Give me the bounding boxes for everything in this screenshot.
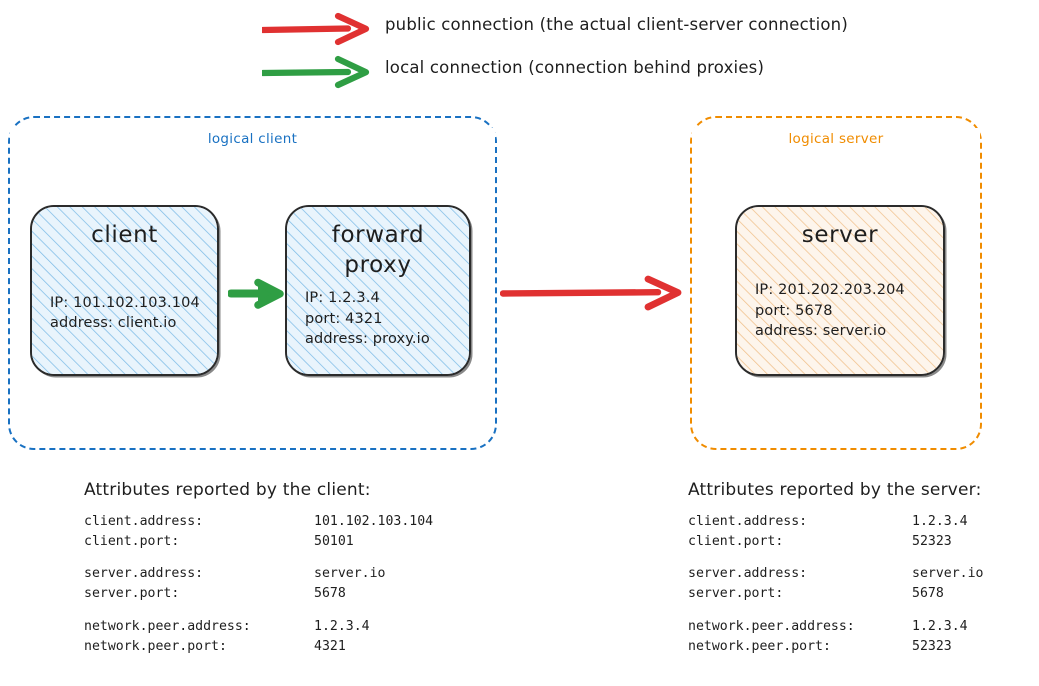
node-server-detail-port: port: 5678: [755, 302, 833, 319]
attr-value: 1.2.3.4: [912, 618, 968, 634]
attr-value: 1.2.3.4: [314, 618, 370, 634]
legend-item-public-connection: public connection (the actual client-ser…: [0, 9, 1039, 49]
attr-key: server.address:: [84, 566, 204, 582]
attr-key: client.port:: [688, 533, 784, 549]
hatch-pattern-blue: [32, 207, 217, 374]
node-forward-proxy-detail-ip: IP: 1.2.3.4: [305, 290, 380, 307]
attr-value: 4321: [314, 638, 346, 654]
table-row-spacer: [688, 552, 983, 565]
node-server-detail-address: address: server.io: [755, 323, 887, 340]
node-forward-proxy-details: IP: 1.2.3.4 port: 4321 address: proxy.io: [301, 288, 455, 364]
table-row: network.peer.address: 1.2.3.4: [688, 618, 983, 638]
public-connection-arrow-icon: [500, 275, 682, 311]
attr-key: server.address:: [688, 566, 808, 582]
node-forward-proxy-detail-port: port: 4321: [305, 310, 383, 327]
node-client-detail-address: address: client.io: [50, 315, 177, 332]
local-connection-arrow-icon: [228, 278, 284, 309]
table-row: network.peer.port: 52323: [688, 638, 983, 658]
attr-key: server.port:: [84, 586, 180, 602]
attr-key: network.peer.address:: [84, 618, 251, 634]
table-row: server.port: 5678: [688, 585, 983, 605]
node-forward-proxy[interactable]: forward proxy IP: 1.2.3.4 port: 4321 add…: [285, 205, 471, 376]
attr-key: client.address:: [688, 514, 808, 529]
node-forward-proxy-title-line1: forward: [331, 222, 425, 248]
table-row-spacer: [84, 605, 433, 618]
node-client-details: IP: 101.102.103.104 address: client.io: [46, 293, 203, 364]
hatch-pattern-orange: [737, 207, 943, 374]
table-row: server.address: server.io: [688, 565, 983, 585]
node-forward-proxy-title-line2: proxy: [344, 252, 412, 279]
node-server-details: IP: 201.202.203.204 port: 5678 address: …: [751, 280, 929, 364]
attr-key: server.port:: [688, 586, 784, 602]
attr-value: 50101: [314, 533, 354, 549]
server-attributes-heading: Attributes reported by the server:: [688, 480, 982, 500]
node-client-title: client: [91, 222, 158, 248]
table-row-spacer: [688, 605, 983, 618]
table-row: client.address: 1.2.3.4: [688, 513, 983, 533]
attr-value: 5678: [314, 586, 346, 602]
attr-value: 101.102.103.104: [314, 514, 434, 529]
table-row: server.port: 5678: [84, 585, 433, 605]
table-row-spacer: [84, 552, 433, 565]
client-attributes-heading: Attributes reported by the client:: [84, 480, 371, 500]
attr-value: server.io: [314, 566, 386, 582]
node-server[interactable]: server IP: 201.202.203.204 port: 5678 ad…: [735, 205, 945, 376]
legend-item-local-connection: local connection (connection behind prox…: [0, 52, 1039, 92]
attr-value: 1.2.3.4: [912, 514, 968, 529]
table-row: network.peer.address: 1.2.3.4: [84, 618, 433, 638]
legend-label-local-connection: local connection (connection behind prox…: [385, 58, 765, 77]
server-attributes-panel: Attributes reported by the server: clien…: [688, 480, 983, 657]
table-row: server.address: server.io: [84, 565, 433, 585]
table-row: client.port: 52323: [688, 533, 983, 553]
logical-client-label: logical client: [10, 128, 495, 149]
attr-key: network.peer.port:: [688, 638, 831, 654]
node-server-title: server: [801, 222, 879, 248]
logical-server-group: logical server: [690, 116, 982, 450]
legend-label-public-connection: public connection (the actual client-ser…: [385, 15, 848, 34]
hatch-pattern-blue: [287, 207, 469, 374]
attr-key: network.peer.address:: [688, 618, 855, 634]
table-row: client.port: 50101: [84, 533, 433, 553]
attr-key: client.port:: [84, 533, 180, 549]
attr-value: 52323: [912, 533, 952, 549]
client-attributes-panel: Attributes reported by the client: clien…: [84, 480, 433, 657]
client-attributes-table: client.address: 101.102.103.104 client.p…: [84, 513, 433, 657]
logical-client-group: logical client: [8, 116, 497, 450]
attr-key: client.address:: [84, 514, 204, 529]
table-row: network.peer.port: 4321: [84, 638, 433, 658]
node-client-detail-ip: IP: 101.102.103.104: [50, 294, 200, 311]
legend: public connection (the actual client-ser…: [0, 0, 1039, 100]
red-arrow-icon: [262, 12, 370, 46]
node-server-detail-ip: IP: 201.202.203.204: [755, 282, 905, 299]
node-forward-proxy-detail-address: address: proxy.io: [305, 331, 430, 348]
green-arrow-icon: [262, 55, 370, 89]
attr-value: server.io: [912, 566, 984, 582]
attr-key: network.peer.port:: [84, 638, 227, 654]
table-row: client.address: 101.102.103.104: [84, 513, 433, 533]
node-client[interactable]: client IP: 101.102.103.104 address: clie…: [30, 205, 219, 376]
server-attributes-table: client.address: 1.2.3.4 client.port: 523…: [688, 513, 983, 657]
attr-value: 52323: [912, 638, 952, 654]
attr-value: 5678: [912, 586, 944, 602]
logical-server-label: logical server: [692, 128, 980, 149]
